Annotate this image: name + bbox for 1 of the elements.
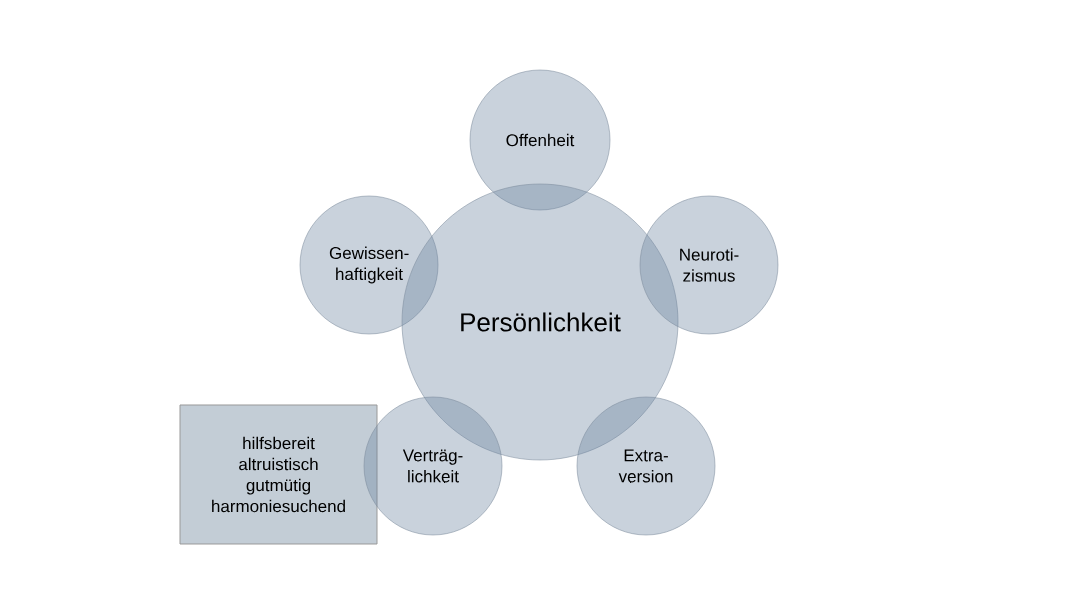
- trait-box: hilfsbereit altruistisch gutmütig harmoniesuchend: [179, 404, 378, 545]
